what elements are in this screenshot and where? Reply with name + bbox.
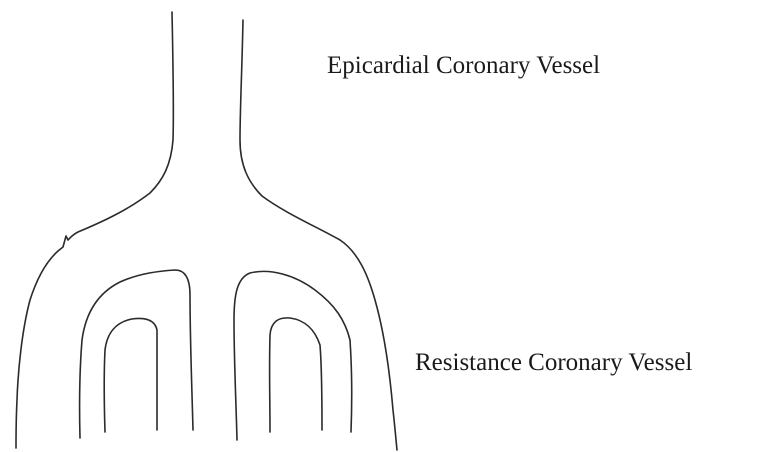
resistance-vessel-left-outer: [80, 270, 193, 438]
epicardial-vessel-left-wall: [16, 12, 173, 448]
epicardial-coronary-vessel-label: Epicardial Coronary Vessel: [327, 53, 600, 78]
resistance-vessel-left-inner: [104, 318, 157, 432]
resistance-vessel-right-inner: [270, 318, 322, 432]
resistance-coronary-vessel-label: Resistance Coronary Vessel: [415, 350, 692, 375]
epicardial-vessel-right-wall: [240, 20, 397, 450]
resistance-vessel-right-outer: [234, 271, 352, 440]
